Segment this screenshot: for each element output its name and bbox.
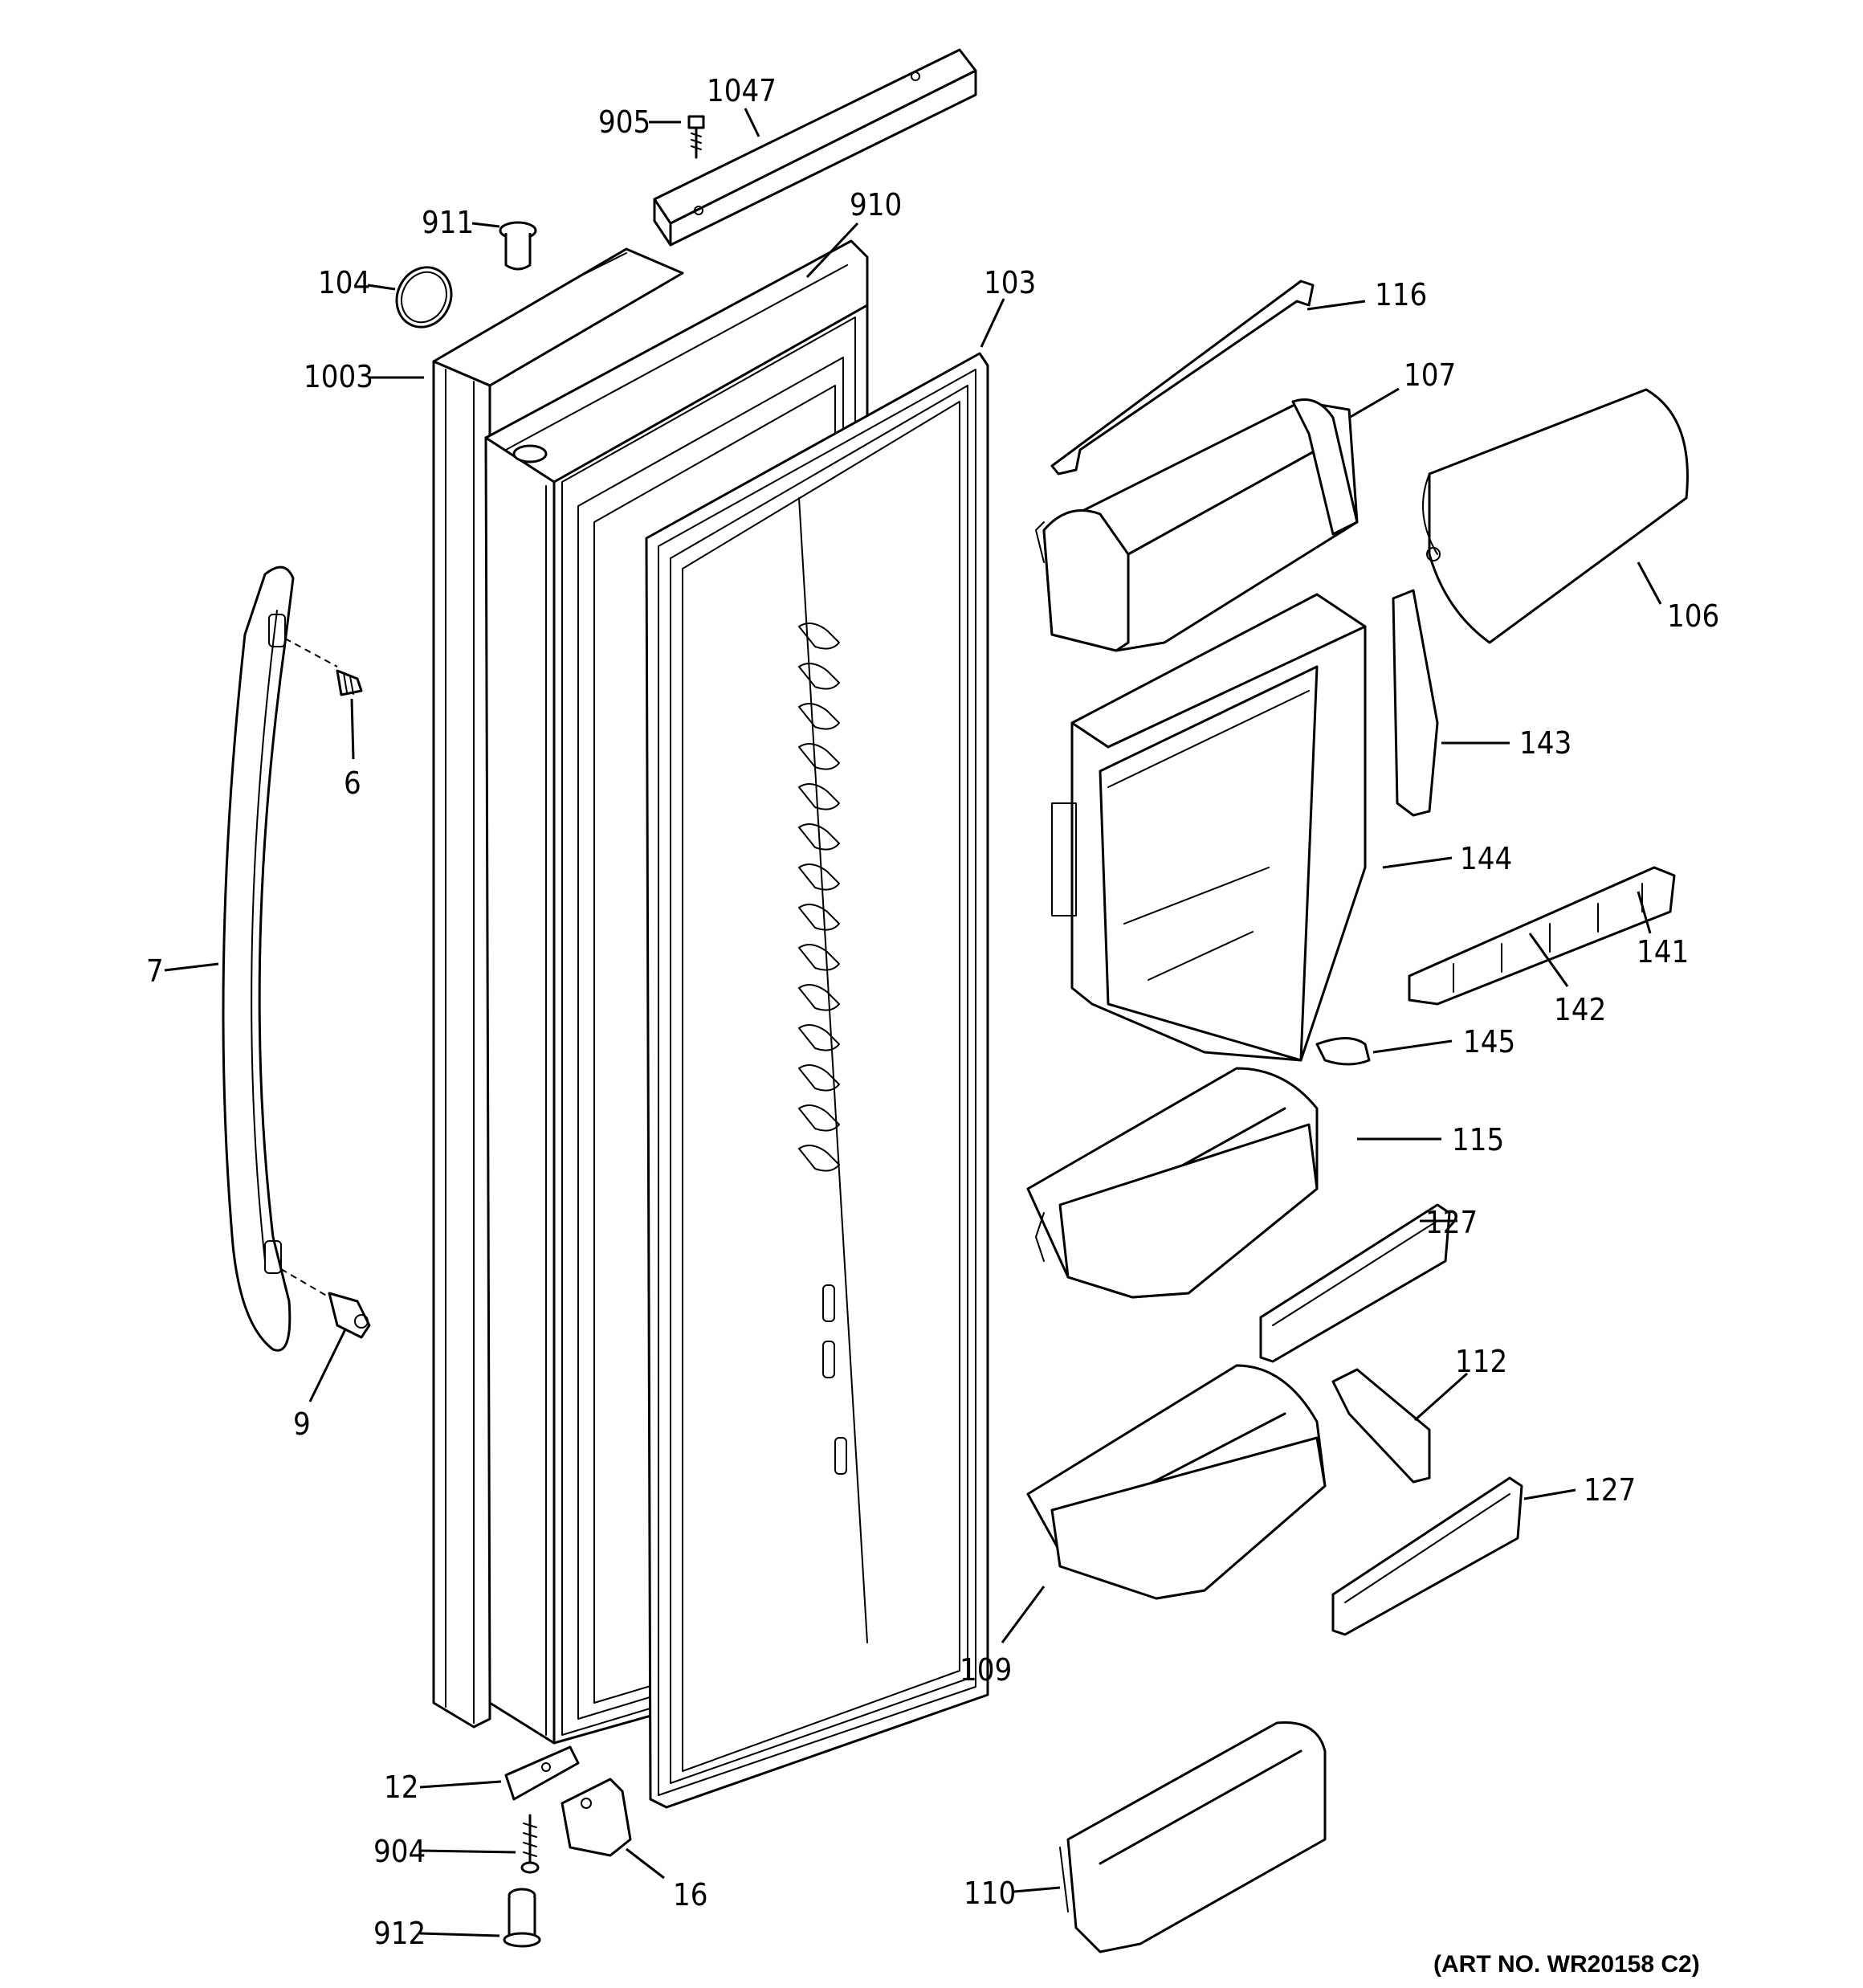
art-number: (ART NO. WR20158 C2) [1433,1951,1700,1978]
shelf-clips [798,623,847,1475]
cover-106 [1422,388,1689,644]
callout-912: 912 [373,1916,426,1951]
screw-905 [687,115,705,159]
callout-116: 116 [1375,277,1427,312]
dispenser-144 [1051,593,1367,1062]
callout-labels: 1047 905 911 910 104 103 1003 116 107 10… [146,73,1719,1978]
screw-904 [520,1814,540,1874]
callout-12: 12 [384,1770,419,1805]
handle-7 [222,565,295,1352]
bin-115 [1026,1067,1319,1299]
screw-9 [280,1268,371,1339]
callout-103: 103 [984,265,1036,300]
callout-16: 16 [673,1877,708,1912]
bracket-16 [561,1778,632,1857]
trim-127-upper [1259,1203,1451,1363]
callout-7: 7 [146,953,164,989]
door-gasket-103 [645,352,989,1809]
clip-112 [1331,1368,1431,1484]
callout-9: 9 [293,1406,311,1442]
callout-142: 142 [1554,992,1606,1027]
bin-107 [1035,398,1359,652]
callout-110: 110 [964,1876,1016,1911]
bushing-912 [503,1888,541,1948]
callout-104: 104 [318,265,370,300]
ring-104 [395,266,453,329]
knob-145 [1315,1037,1371,1066]
trim-127-lower [1331,1476,1523,1636]
screw-6 [284,638,363,696]
callout-112: 112 [1455,1344,1507,1379]
callout-145: 145 [1463,1024,1515,1059]
callout-106: 106 [1667,598,1719,634]
door-cap-bar-1047 [653,48,977,247]
hinge-12 [504,1745,580,1801]
bin-110 [1059,1721,1327,1953]
callout-127-upper: 127 [1425,1205,1478,1240]
callout-143: 143 [1519,725,1572,761]
leader-lines [164,108,1662,1937]
callout-1047: 1047 [707,73,777,108]
door-outer-1003 [432,247,684,1729]
callout-904: 904 [373,1834,426,1869]
bracket-143 [1392,589,1439,817]
callout-910: 910 [850,187,902,222]
callout-144: 144 [1460,841,1512,876]
callout-127-lower: 127 [1584,1472,1636,1508]
callout-107: 107 [1404,357,1456,393]
egg-tray-141-142 [1408,866,1676,1006]
callout-115: 115 [1452,1122,1504,1157]
callout-109: 109 [960,1652,1012,1688]
callout-6: 6 [344,765,361,801]
bracket-116 [1050,280,1315,476]
callout-1003: 1003 [304,359,373,394]
callout-141: 141 [1637,934,1689,970]
callout-911: 911 [422,205,474,240]
callout-905: 905 [598,104,650,140]
bushing-911 [499,221,537,271]
bin-109 [1026,1364,1327,1600]
